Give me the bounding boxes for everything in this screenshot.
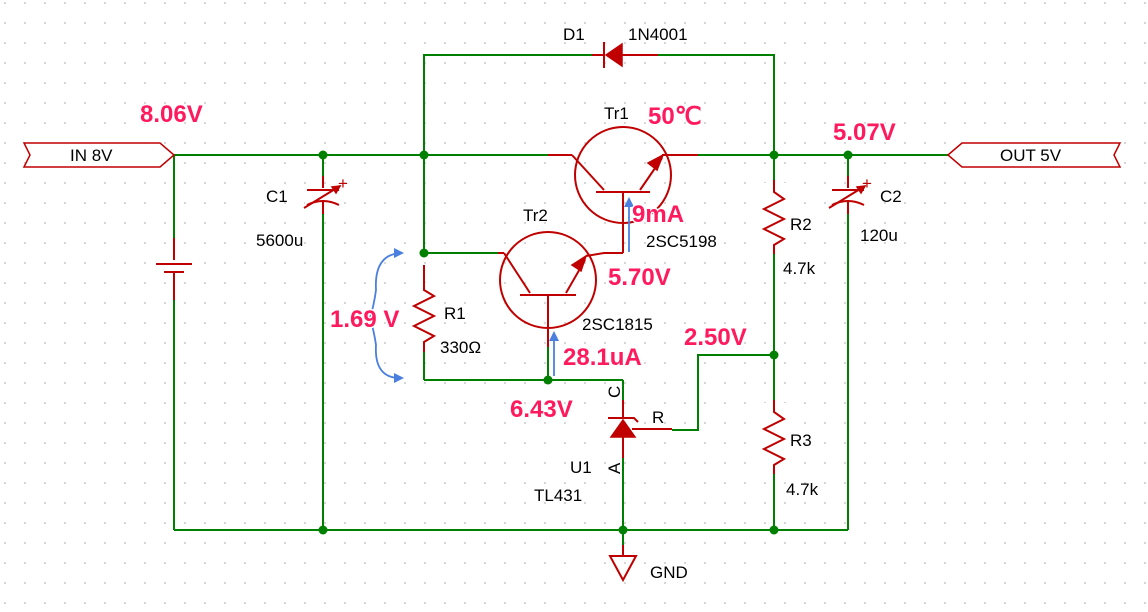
- shunt-regulator-u1[interactable]: [608, 400, 672, 458]
- resistor-r2[interactable]: [761, 180, 787, 254]
- capacitor-c2[interactable]: [828, 176, 867, 214]
- c2-polarity: +: [862, 174, 872, 193]
- u1-pin-r: R: [652, 408, 664, 427]
- tr1-value: 2SC5198: [646, 232, 717, 251]
- junction-dot: [543, 375, 553, 385]
- junction-dot: [419, 150, 429, 160]
- r1-voltage-bracket: [369, 248, 404, 383]
- input-port[interactable]: IN 8V: [22, 142, 176, 168]
- d1-ref: D1: [563, 25, 585, 44]
- junctions: [318, 150, 853, 535]
- measurement-r1-voltage: 1.69 V: [330, 306, 399, 333]
- c1-ref: C1: [266, 187, 288, 206]
- u1-ref: U1: [570, 458, 592, 477]
- d1-value: 1N4001: [628, 25, 688, 44]
- transistor-tr2[interactable]: [498, 231, 623, 347]
- tr1-base-current-arrow: [624, 197, 634, 252]
- junction-dot: [769, 525, 779, 535]
- junction-dot: [318, 150, 328, 160]
- c1-polarity: +: [338, 174, 348, 193]
- r2-value: 4.7k: [783, 259, 816, 278]
- input-port-label: IN 8V: [70, 146, 113, 165]
- c2-ref: C2: [880, 187, 902, 206]
- measurement-tr2-emitter-voltage: 5.70V: [608, 264, 671, 291]
- r3-ref: R3: [790, 431, 812, 450]
- junction-dot: [318, 525, 328, 535]
- output-port[interactable]: OUT 5V: [946, 142, 1122, 168]
- u1-value: TL431: [534, 486, 582, 505]
- resistor-r1[interactable]: [411, 265, 437, 352]
- measurement-v-in: 8.06V: [140, 101, 203, 128]
- transistor-tr1[interactable]: [548, 126, 698, 253]
- c1-value: 5600u: [256, 231, 303, 250]
- measurement-tr1-base-current: 9mA: [632, 201, 684, 228]
- capacitor-c1[interactable]: [303, 176, 342, 214]
- measurement-cathode-voltage: 6.43V: [510, 396, 573, 423]
- battery-symbol[interactable]: [156, 238, 192, 300]
- u1-pin-c: C: [605, 386, 624, 398]
- c2-value: 120u: [860, 226, 898, 245]
- tr2-value: 2SC1815: [582, 315, 653, 334]
- r2-ref: R2: [790, 215, 812, 234]
- tr2-base-current-arrow: [549, 331, 559, 376]
- tr2-ref: Tr2: [523, 206, 548, 225]
- ground-label: GND: [650, 563, 688, 582]
- junction-dot: [769, 350, 779, 360]
- r1-value: 330Ω: [440, 338, 481, 357]
- junction-dot: [769, 150, 779, 160]
- output-port-label: OUT 5V: [1000, 146, 1062, 165]
- r3-value: 4.7k: [786, 480, 819, 499]
- resistor-r3[interactable]: [761, 400, 787, 474]
- r1-ref: R1: [444, 304, 466, 323]
- measurement-v-ref: 2.50V: [684, 324, 747, 351]
- u1-pin-a: A: [605, 462, 624, 474]
- junction-dot: [419, 248, 429, 258]
- ground-symbol[interactable]: [608, 545, 638, 583]
- diode-d1[interactable]: [592, 42, 658, 68]
- measurement-tr1-temp: 50℃: [648, 103, 702, 130]
- junction-dot: [618, 525, 628, 535]
- measurement-v-out: 5.07V: [833, 119, 896, 146]
- measurement-tr2-base-current: 28.1uA: [563, 344, 642, 371]
- junction-dot: [843, 150, 853, 160]
- tr1-ref: Tr1: [604, 104, 629, 123]
